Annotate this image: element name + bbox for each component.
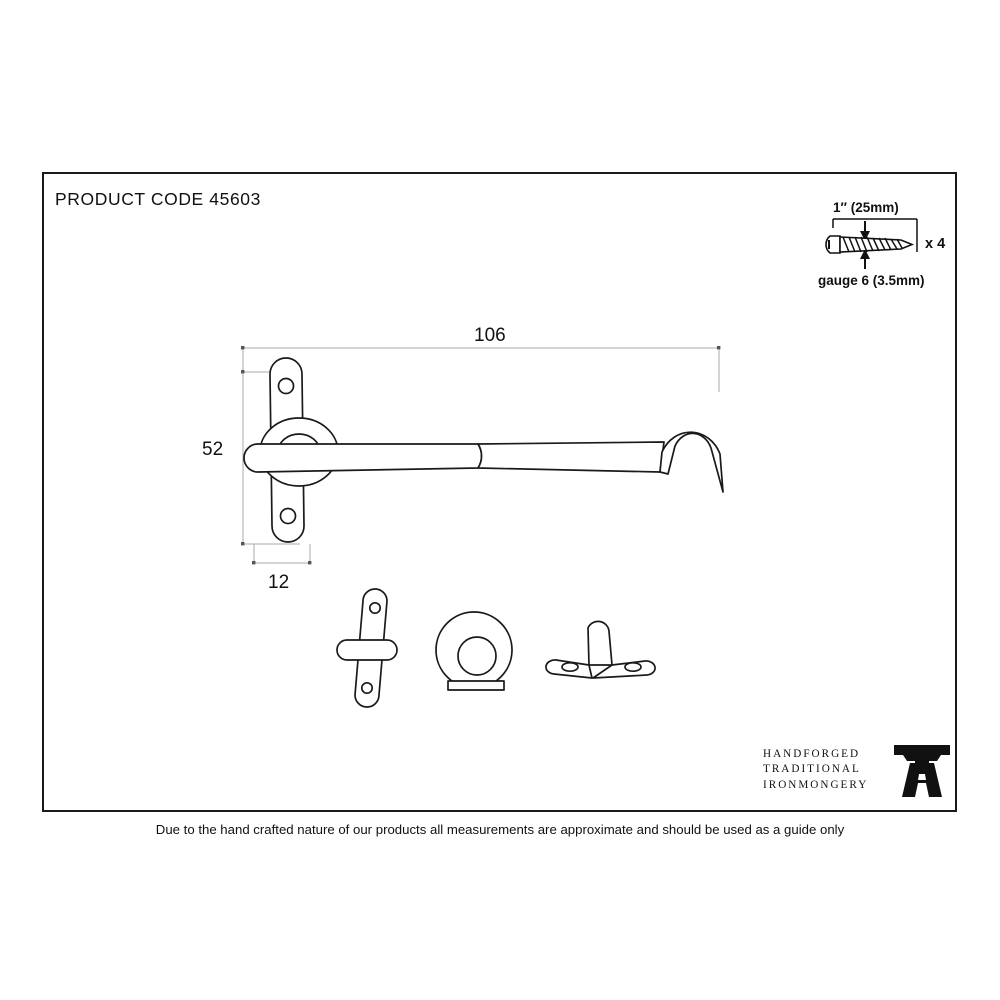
dimension-label-height: 52 — [202, 439, 224, 460]
brand-line-2: TRADITIONAL — [763, 763, 861, 776]
anvil-a-mark-icon — [879, 741, 953, 799]
product-code-label: PRODUCT CODE 45603 — [55, 189, 261, 209]
screw-gauge-label: gauge 6 (3.5mm) — [818, 273, 925, 288]
brand-line-3: IRONMONGERY — [763, 778, 869, 791]
dimension-label-width: 12 — [268, 572, 290, 593]
dimension-label-length: 106 — [474, 325, 506, 346]
screw-length-label: 1″ (25mm) — [833, 200, 899, 215]
brand-logo-text: HANDFORGED TRADITIONAL IRONMONGERY — [763, 747, 879, 794]
brand-logo: HANDFORGED TRADITIONAL IRONMONGERY — [763, 735, 951, 805]
brand-line-1: HANDFORGED — [763, 747, 861, 760]
disclaimer-footnote: Due to the hand crafted nature of our pr… — [155, 822, 845, 837]
drawing-frame — [42, 172, 957, 812]
screw-quantity-label: x 4 — [925, 236, 946, 252]
